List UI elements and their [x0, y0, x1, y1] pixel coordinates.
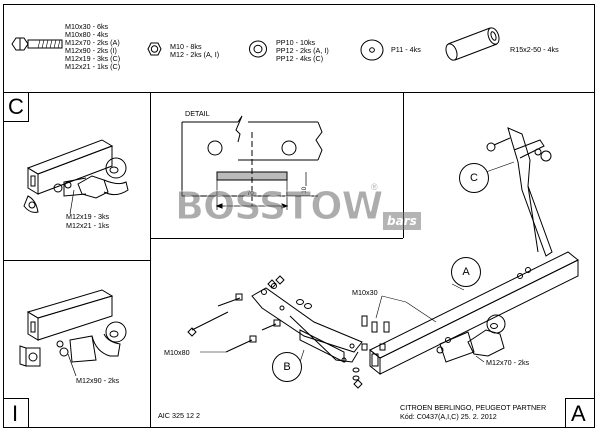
panel-i-label: I — [12, 401, 19, 426]
watermark-suffix: bars — [383, 212, 421, 230]
vehicle-name: CITROEN BERLINGO, PEUGEOT PARTNER — [400, 403, 547, 412]
panel-a-label: A — [571, 401, 586, 426]
washer-spec-2: PP12 - 4ks (C) — [276, 54, 324, 63]
panel-c-label: C — [8, 94, 24, 119]
washer-p11-spec: P11 - 4ks — [391, 45, 421, 54]
bolt-spec-3: M12x90 - 2ks (I) — [65, 46, 117, 55]
left-panel-divider — [3, 260, 150, 261]
drawing-frame — [3, 4, 595, 428]
panel-c-bolt-1: M12x21 - 1ks — [66, 221, 110, 230]
drawing-code: AIC 325 12 2 — [158, 411, 200, 420]
bolt-spec-0: M10x30 - 6ks — [65, 22, 109, 31]
label-m12x70: M12x70 - 2ks — [486, 358, 530, 367]
bolt-spec-2: M12x70 - 2ks (A) — [65, 38, 120, 47]
panel-i-drawing — [19, 289, 127, 377]
washer-p11-icon — [360, 39, 384, 61]
label-m10x30: M10x30 — [352, 288, 378, 297]
header-divider — [3, 92, 595, 93]
watermark-brand: BOSSTOW — [174, 184, 383, 229]
washer-pp-icon — [249, 40, 267, 58]
panel-i-bolt: M12x90 - 2ks — [76, 376, 120, 385]
nut-spec-0: M10 - 8ks — [170, 42, 202, 51]
nut-spec-1: M12 - 2ks (A, I) — [170, 50, 220, 59]
bolt-icon — [11, 37, 63, 51]
detail-dim-left: 70 — [247, 191, 254, 197]
detail-bottom-line — [150, 238, 403, 239]
panel-c-bolt-0: M12x19 - 3ks — [66, 212, 110, 221]
watermark-registered-mark: ® — [371, 182, 378, 192]
bolt-spec-5: M12x21 - 1ks (C) — [65, 62, 121, 71]
sleeve-spec: R15x2-50 - 4ks — [510, 45, 559, 54]
bolt-spec-1: M10x80 - 4ks — [65, 30, 109, 39]
detail-title: DETAIL — [185, 109, 210, 118]
panel-c-label-box — [3, 92, 29, 122]
nut-icon — [147, 42, 162, 56]
panel-c-drawing — [23, 139, 129, 215]
bolt-spec-4: M12x19 - 3ks (C) — [65, 54, 121, 63]
washer-spec-0: PP10 - 10ks — [276, 38, 316, 47]
label-m10x80: M10x80 — [164, 348, 190, 357]
kod-date: Kód: C0437(A,I,C) 25. 2. 2012 — [400, 412, 497, 421]
sleeve-icon — [445, 27, 500, 61]
callout-c: C — [459, 163, 489, 193]
callout-a: A — [451, 257, 481, 287]
left-column-divider — [150, 92, 151, 428]
hardware-icons — [11, 27, 500, 61]
panel-a-label-box — [565, 398, 595, 428]
bosstow-watermark: BOSSTOW bars ® — [174, 182, 425, 234]
washer-spec-1: PP12 - 2ks (A, I) — [276, 46, 329, 55]
panel-i-label-box — [3, 398, 29, 428]
callout-b: B — [272, 352, 302, 382]
detail-right-line — [403, 92, 404, 238]
